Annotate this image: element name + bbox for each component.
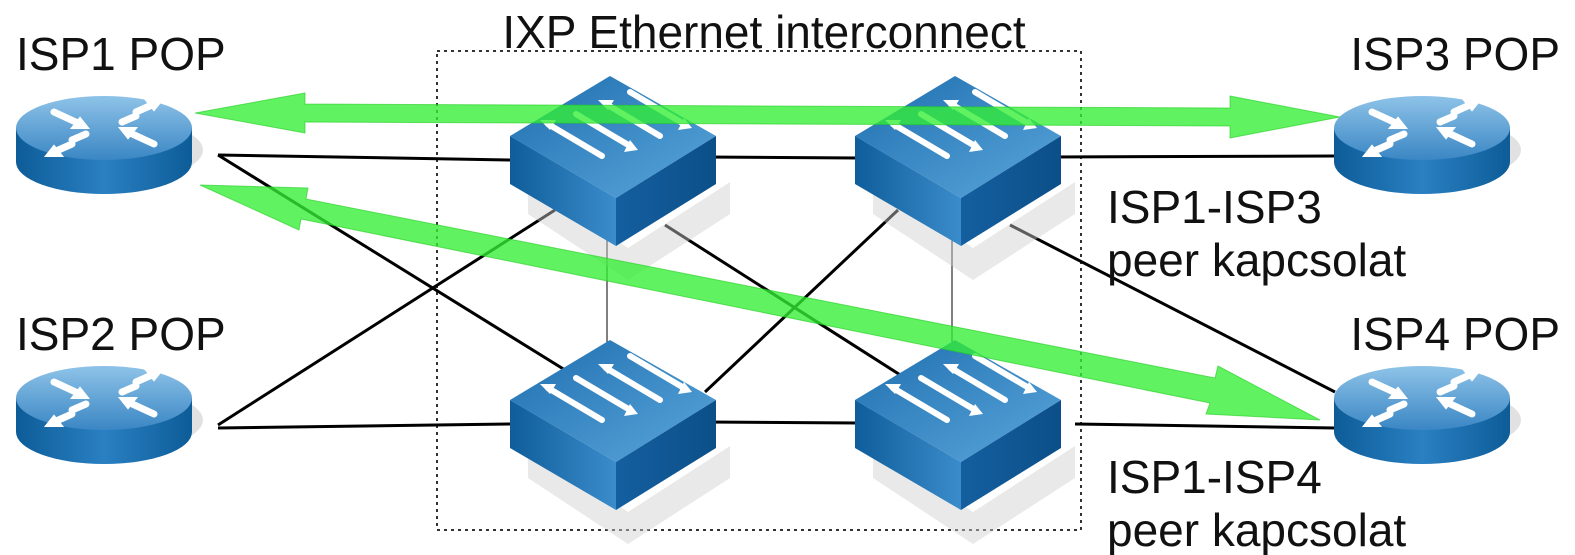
switch-icon-3: [510, 340, 730, 544]
arrow-isp1-isp3: [194, 92, 1341, 139]
peering-label-isp1-isp4-line1: ISP1-ISP4: [1107, 451, 1322, 503]
peering-label-isp1-isp3-line2: peer kapcsolat: [1107, 234, 1406, 286]
router-label-isp3: ISP3 POP: [1350, 28, 1560, 80]
peering-label-isp1-isp3-line1: ISP1-ISP3: [1107, 181, 1322, 233]
link-sw1-sw2: [704, 155, 859, 160]
router-icon-isp1: [16, 96, 203, 194]
ixp-title: IXP Ethernet interconnect: [502, 6, 1026, 58]
router-icon-isp4: [1334, 366, 1521, 464]
router-icon-isp2: [16, 366, 203, 464]
router-label-isp2: ISP2 POP: [16, 308, 226, 360]
link-sw3-sw4: [704, 420, 859, 425]
link-isp1-sw1: [217, 153, 511, 162]
router-icon-isp3: [1334, 96, 1521, 194]
link-sw2-isp4: [1009, 223, 1336, 394]
router-label-isp4: ISP4 POP: [1350, 308, 1560, 360]
router-label-isp1: ISP1 POP: [16, 28, 226, 80]
switch-icon-4: [855, 340, 1075, 544]
link-isp2-sw3: [217, 422, 511, 430]
arrow-isp1-isp4: [199, 184, 1321, 421]
peering-arrows: [194, 92, 1341, 421]
ixp-boundary: [436, 50, 1082, 531]
peering-label-isp1-isp4-line2: peer kapcsolat: [1107, 504, 1406, 555]
link-sw2-isp3: [1049, 154, 1336, 159]
link-sw4-isp4: [1074, 422, 1336, 430]
